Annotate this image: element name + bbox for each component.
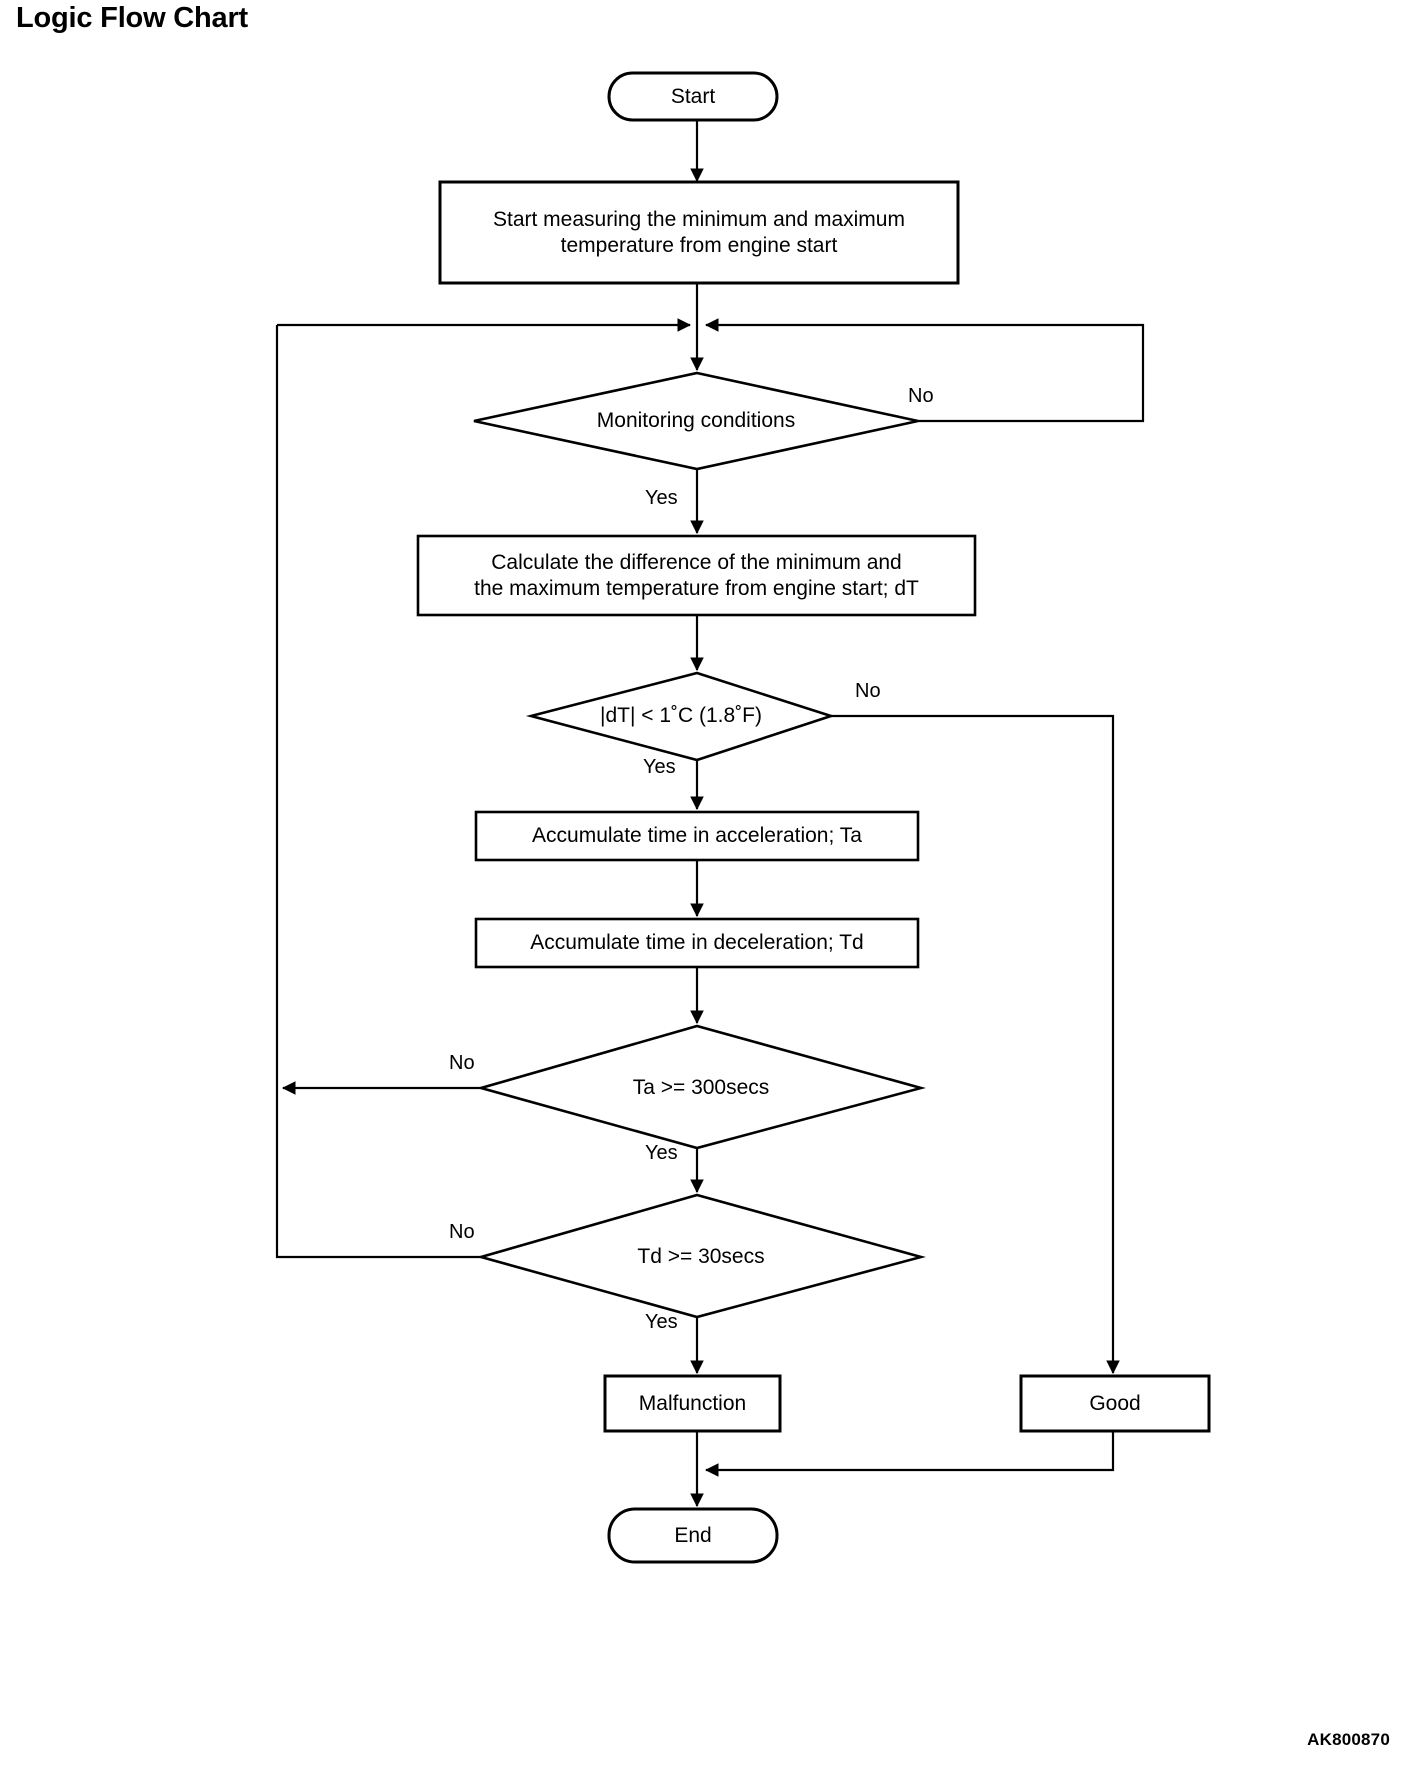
node-monitor-shape <box>473 371 919 471</box>
edge-tdcheck-no-to-rail <box>275 1088 481 1259</box>
figure-code: AK800870 <box>1307 1730 1390 1749</box>
node-accel-shape <box>474 810 920 862</box>
node-dtcheck-shape <box>525 671 836 762</box>
node-measure-shape <box>438 180 960 285</box>
node-end-shape <box>607 1507 779 1564</box>
edge-dtcheck-no-to-good <box>831 714 1120 1375</box>
node-tdcheck-shape <box>476 1193 926 1319</box>
node-start-shape <box>607 71 779 122</box>
page-title: Logic Flow Chart <box>16 2 249 34</box>
node-tacheck-shape <box>476 1024 926 1150</box>
edge-monitor-no-rail <box>704 318 1145 423</box>
node-decel-shape <box>474 917 920 969</box>
node-good-shape <box>1019 1374 1211 1433</box>
node-calc-shape <box>416 534 977 617</box>
node-malfunction-shape <box>603 1374 782 1433</box>
edge-good-to-end <box>704 1431 1115 1477</box>
